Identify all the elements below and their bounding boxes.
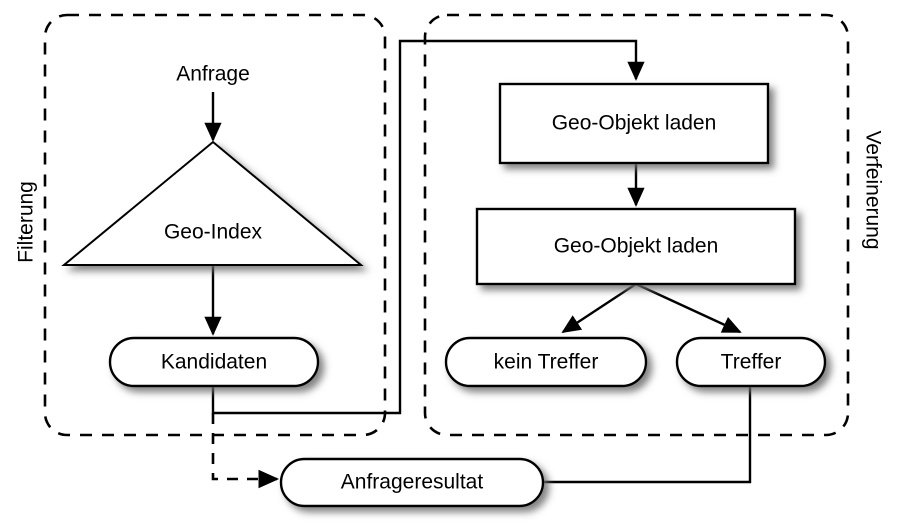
node-geo-objekt-laden-1[interactable]: Geo-Objekt laden xyxy=(498,82,770,165)
edge-kandidaten-to-anfrageresultat xyxy=(211,413,280,489)
group-verfeinerung: Verfeinerung xyxy=(423,13,884,437)
node-geo-index[interactable]: Geo-Index xyxy=(61,140,364,266)
group-filterung-label: Filterung xyxy=(15,181,38,263)
node-kein-treffer-shape xyxy=(444,336,648,388)
node-geo-index-shape xyxy=(61,140,364,266)
edge-kandidaten-to-geo-objekt-laden-1 xyxy=(211,39,645,415)
group-verfeinerung-label: Verfeinerung xyxy=(861,130,884,249)
node-kandidaten-label: Kandidaten xyxy=(161,351,267,374)
node-anfrageresultat[interactable]: Anfrageresultat xyxy=(279,457,545,508)
node-treffer-shape xyxy=(675,336,827,388)
node-geo-objekt-laden-2-label: Geo-Objekt laden xyxy=(554,235,719,258)
group-verfeinerung-border xyxy=(423,13,850,437)
edge-treffer-to-anfrageresultat xyxy=(543,386,752,484)
node-anfrage-label: Anfrage xyxy=(176,63,250,86)
node-geo-objekt-laden-2-shape xyxy=(475,207,797,286)
group-filterung: Filterung xyxy=(15,13,387,437)
node-kandidaten[interactable]: Kandidaten xyxy=(108,336,320,388)
edge-geo-objekt-laden-2-to-treffer xyxy=(635,282,742,334)
node-kein-treffer[interactable]: kein Treffer xyxy=(444,336,648,388)
node-anfrage[interactable]: Anfrage xyxy=(176,63,250,86)
node-treffer-label: Treffer xyxy=(721,351,782,374)
group-filterung-border xyxy=(43,13,387,437)
node-kandidaten-shape xyxy=(108,336,320,388)
node-anfrageresultat-shape xyxy=(279,457,545,508)
node-geo-objekt-laden-2[interactable]: Geo-Objekt laden xyxy=(475,207,797,286)
edge-geo-objekt-laden-2-to-kein-treffer xyxy=(561,282,637,334)
node-anfrageresultat-label: Anfrageresultat xyxy=(341,471,484,494)
node-geo-index-label: Geo-Index xyxy=(164,221,263,244)
node-treffer[interactable]: Treffer xyxy=(675,336,827,388)
node-kein-treffer-label: kein Treffer xyxy=(494,351,599,374)
node-geo-objekt-laden-1-label: Geo-Objekt laden xyxy=(552,112,717,135)
node-geo-objekt-laden-1-shape xyxy=(498,82,770,165)
